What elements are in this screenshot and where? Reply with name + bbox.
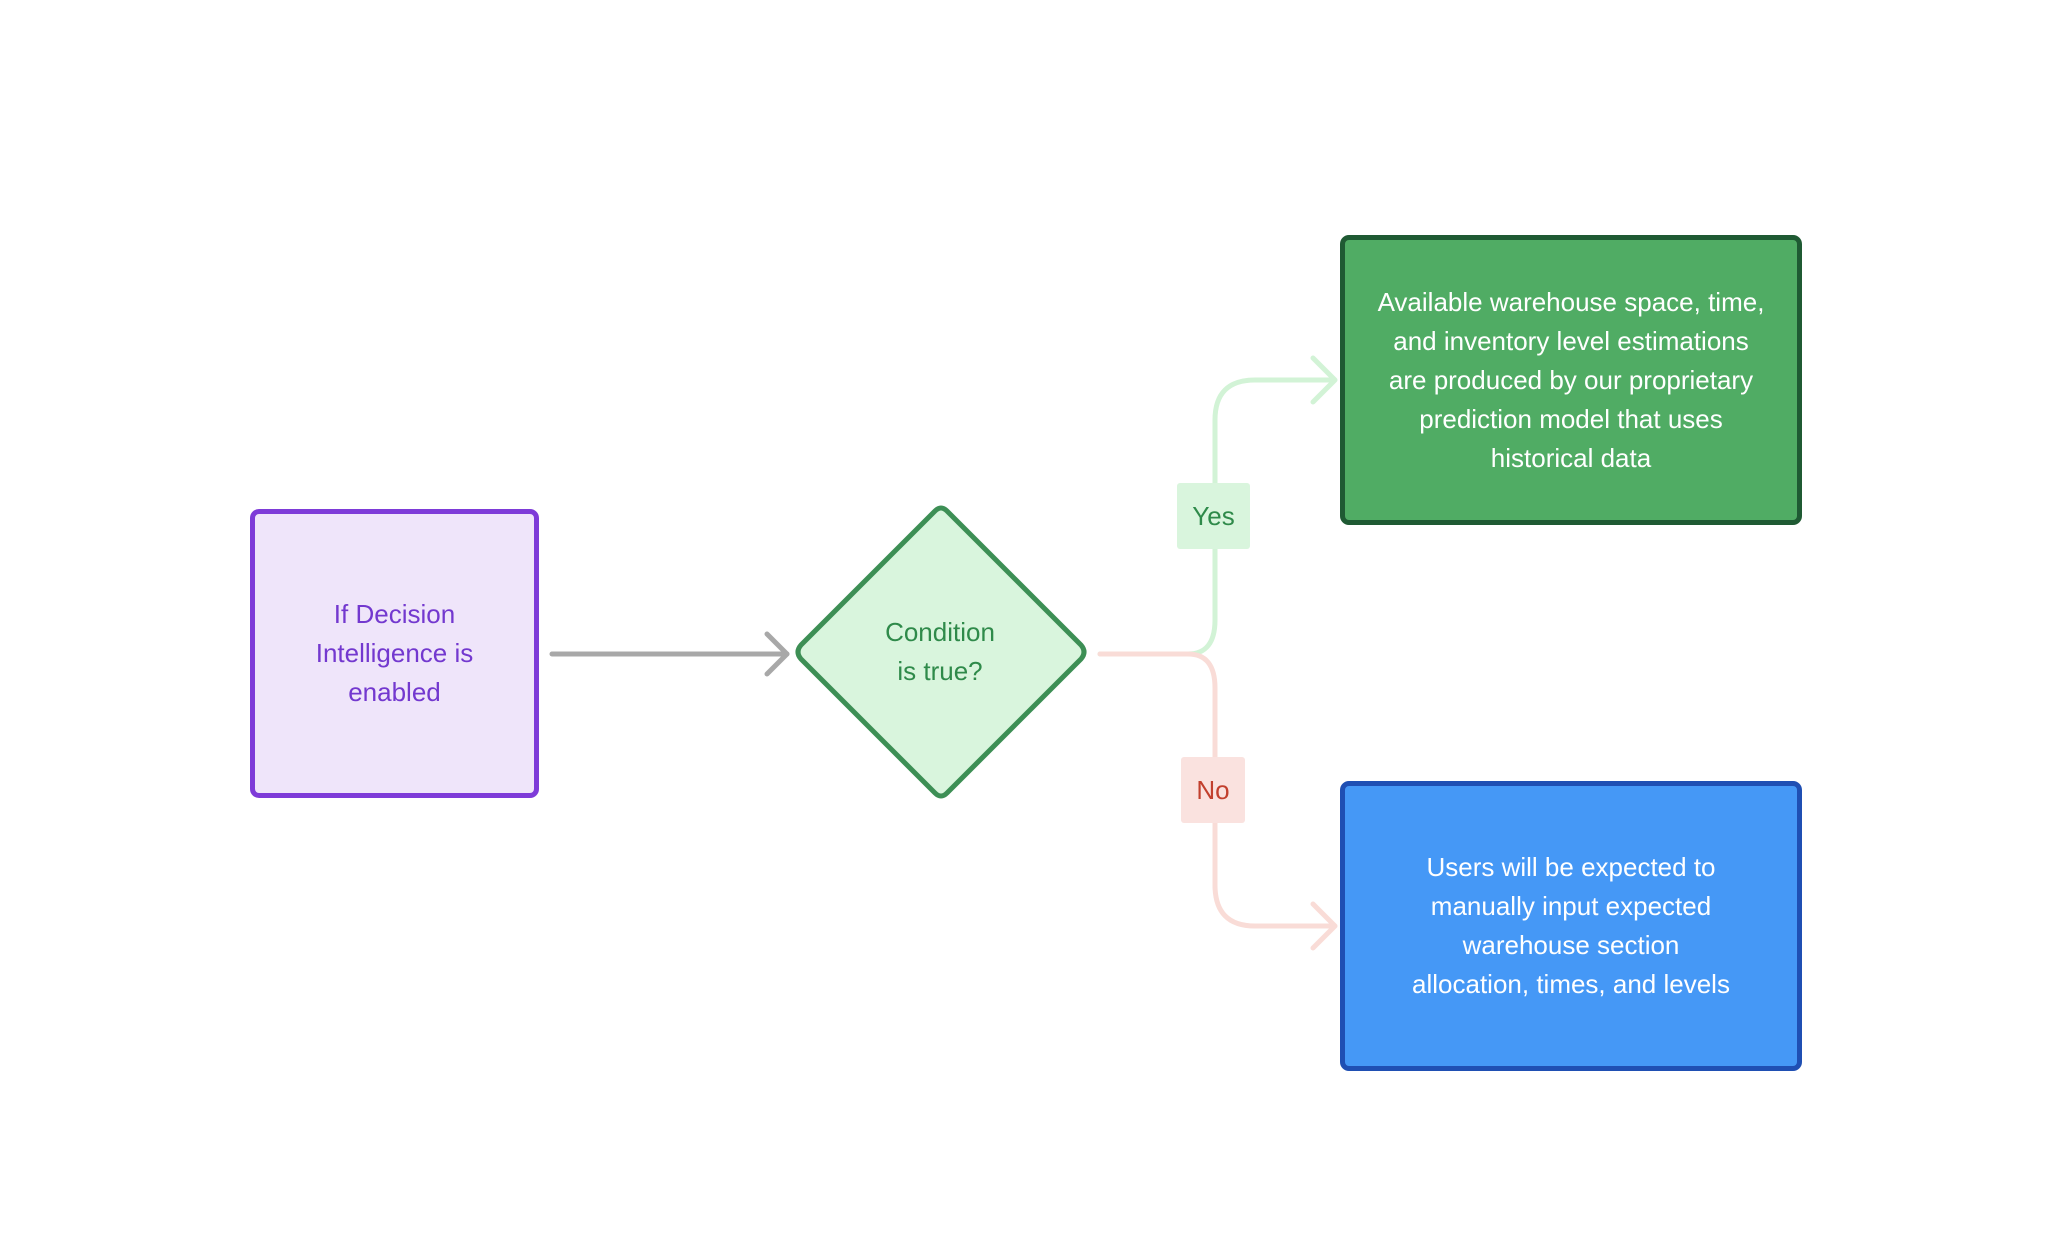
connector-start-to-decision: [549, 631, 790, 677]
no-outcome-text: Users will be expected to manually input…: [1412, 852, 1730, 999]
connector-no: [1097, 651, 1338, 951]
decision-node-text: Condition is true?: [885, 617, 995, 686]
yes-outcome-node[interactable]: Available warehouse space, time, and inv…: [1340, 235, 1802, 525]
yes-branch-label: Yes: [1177, 483, 1250, 549]
no-branch-label: No: [1181, 757, 1245, 823]
yes-outcome-text: Available warehouse space, time, and inv…: [1377, 286, 1765, 473]
start-node[interactable]: If Decision Intelligence is enabled: [250, 509, 539, 798]
no-outcome-node[interactable]: Users will be expected to manually input…: [1340, 781, 1802, 1071]
connector-yes: [1097, 355, 1338, 657]
start-node-text: If Decision Intelligence is enabled: [315, 599, 474, 707]
decision-diamond[interactable]: [795, 505, 1087, 799]
